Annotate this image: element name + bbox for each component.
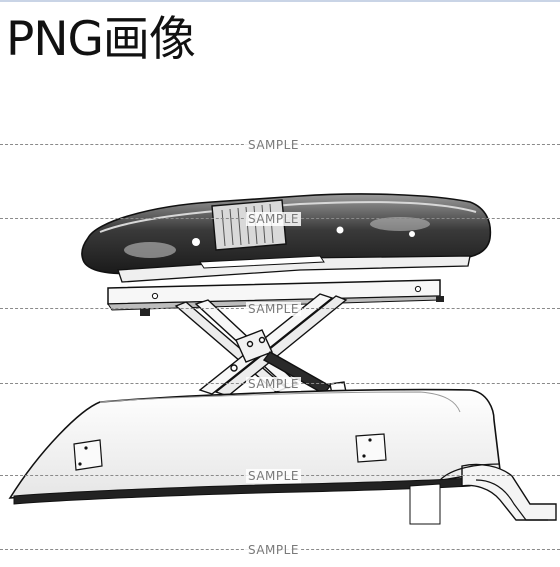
watermark-row-3: SAMPLE [0,302,560,316]
page-title: PNG画像 [6,12,196,67]
watermark-text: SAMPLE [246,212,301,226]
watermark-text: SAMPLE [246,138,301,152]
watermark-row-1: SAMPLE [0,138,560,152]
car-roof [8,388,557,525]
watermark-text: SAMPLE [246,543,301,557]
watermark-text: SAMPLE [246,377,301,391]
watermark-row-4: SAMPLE [0,377,560,391]
top-border [0,0,560,2]
watermark-row-5: SAMPLE [0,469,560,483]
watermark-row-6: SAMPLE [0,543,560,557]
watermark-text: SAMPLE [246,302,301,316]
watermark-text: SAMPLE [246,469,301,483]
light-bar [81,193,492,283]
scissor-lift [174,293,348,397]
watermark-row-2: SAMPLE [0,212,560,226]
